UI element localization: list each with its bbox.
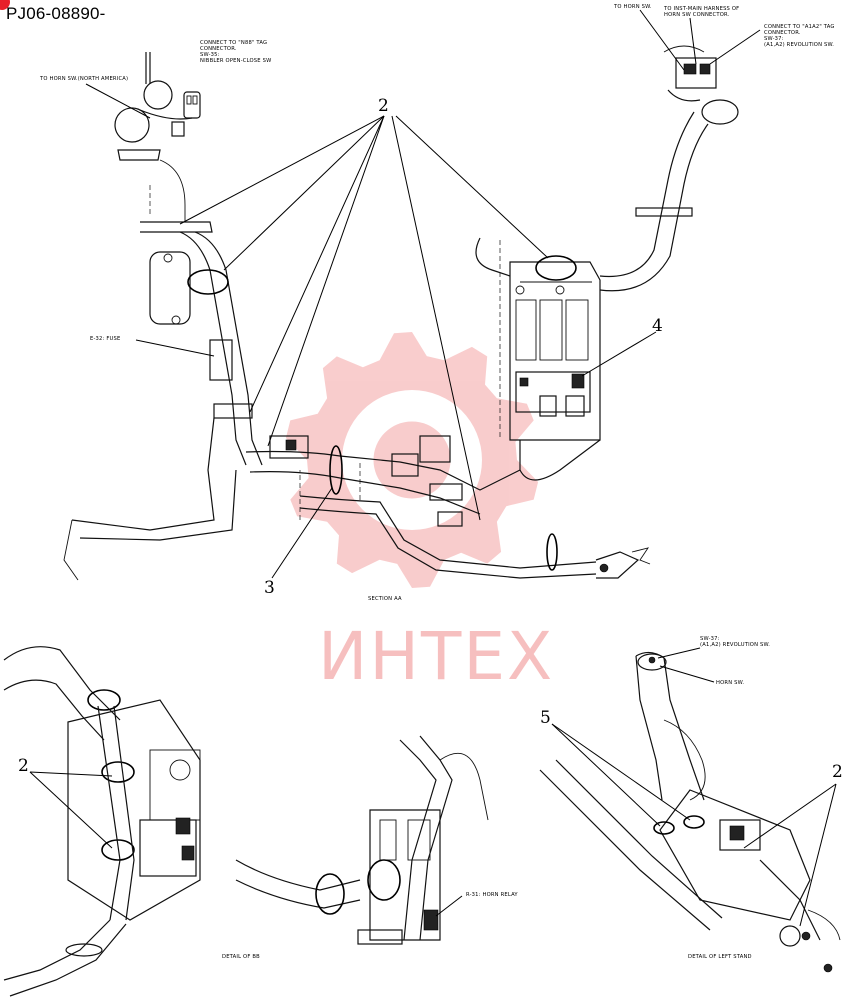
label-fuse: E-32: FUSE <box>90 336 121 342</box>
label-horn-relay: R-31: HORN RELAY <box>466 892 518 898</box>
watermark-gear-hub <box>373 421 451 499</box>
label-horn-sw-bottom: HORN SW. <box>716 680 745 686</box>
label-section-aa: SECTION AA <box>368 596 402 602</box>
document-id: PJ06-08890- <box>6 4 106 23</box>
control-box <box>475 237 601 481</box>
label-detail-left-stand: DETAIL OF LEFT STAND <box>688 954 752 960</box>
left-harness-run <box>63 221 263 581</box>
item-number-3: 3 <box>264 578 275 598</box>
leader-lines <box>29 9 837 927</box>
label-horn-sw-na: TO HORN SW.(NORTH AMERICA) <box>40 76 129 82</box>
label-detail-bb: DETAIL OF BB <box>222 954 260 960</box>
centre-harness-run <box>245 435 651 579</box>
item-number-2-top: 2 <box>378 96 389 116</box>
item-number-5: 5 <box>540 708 551 728</box>
right-harness-run <box>599 45 739 292</box>
item-number-4: 4 <box>652 316 663 336</box>
label-sw37-bottom: SW-37:(A1,A2) REVOLUTION SW. <box>700 636 771 648</box>
corner-marker-icon <box>0 0 10 10</box>
bottom-right-detail <box>539 651 841 973</box>
item-number-2-bottom-right: 2 <box>832 762 843 782</box>
item-number-2-bottom-left: 2 <box>18 756 29 776</box>
bottom-middle-detail <box>235 735 489 945</box>
label-horn-sw-top: TO HORN SW. <box>614 4 652 10</box>
left-lever-assembly <box>114 52 201 222</box>
watermark-gear-shape <box>285 332 539 588</box>
watermark-text: ИНТЕХ <box>318 618 555 695</box>
watermark-gear-hole <box>342 390 482 530</box>
bottom-left-detail <box>3 646 201 997</box>
